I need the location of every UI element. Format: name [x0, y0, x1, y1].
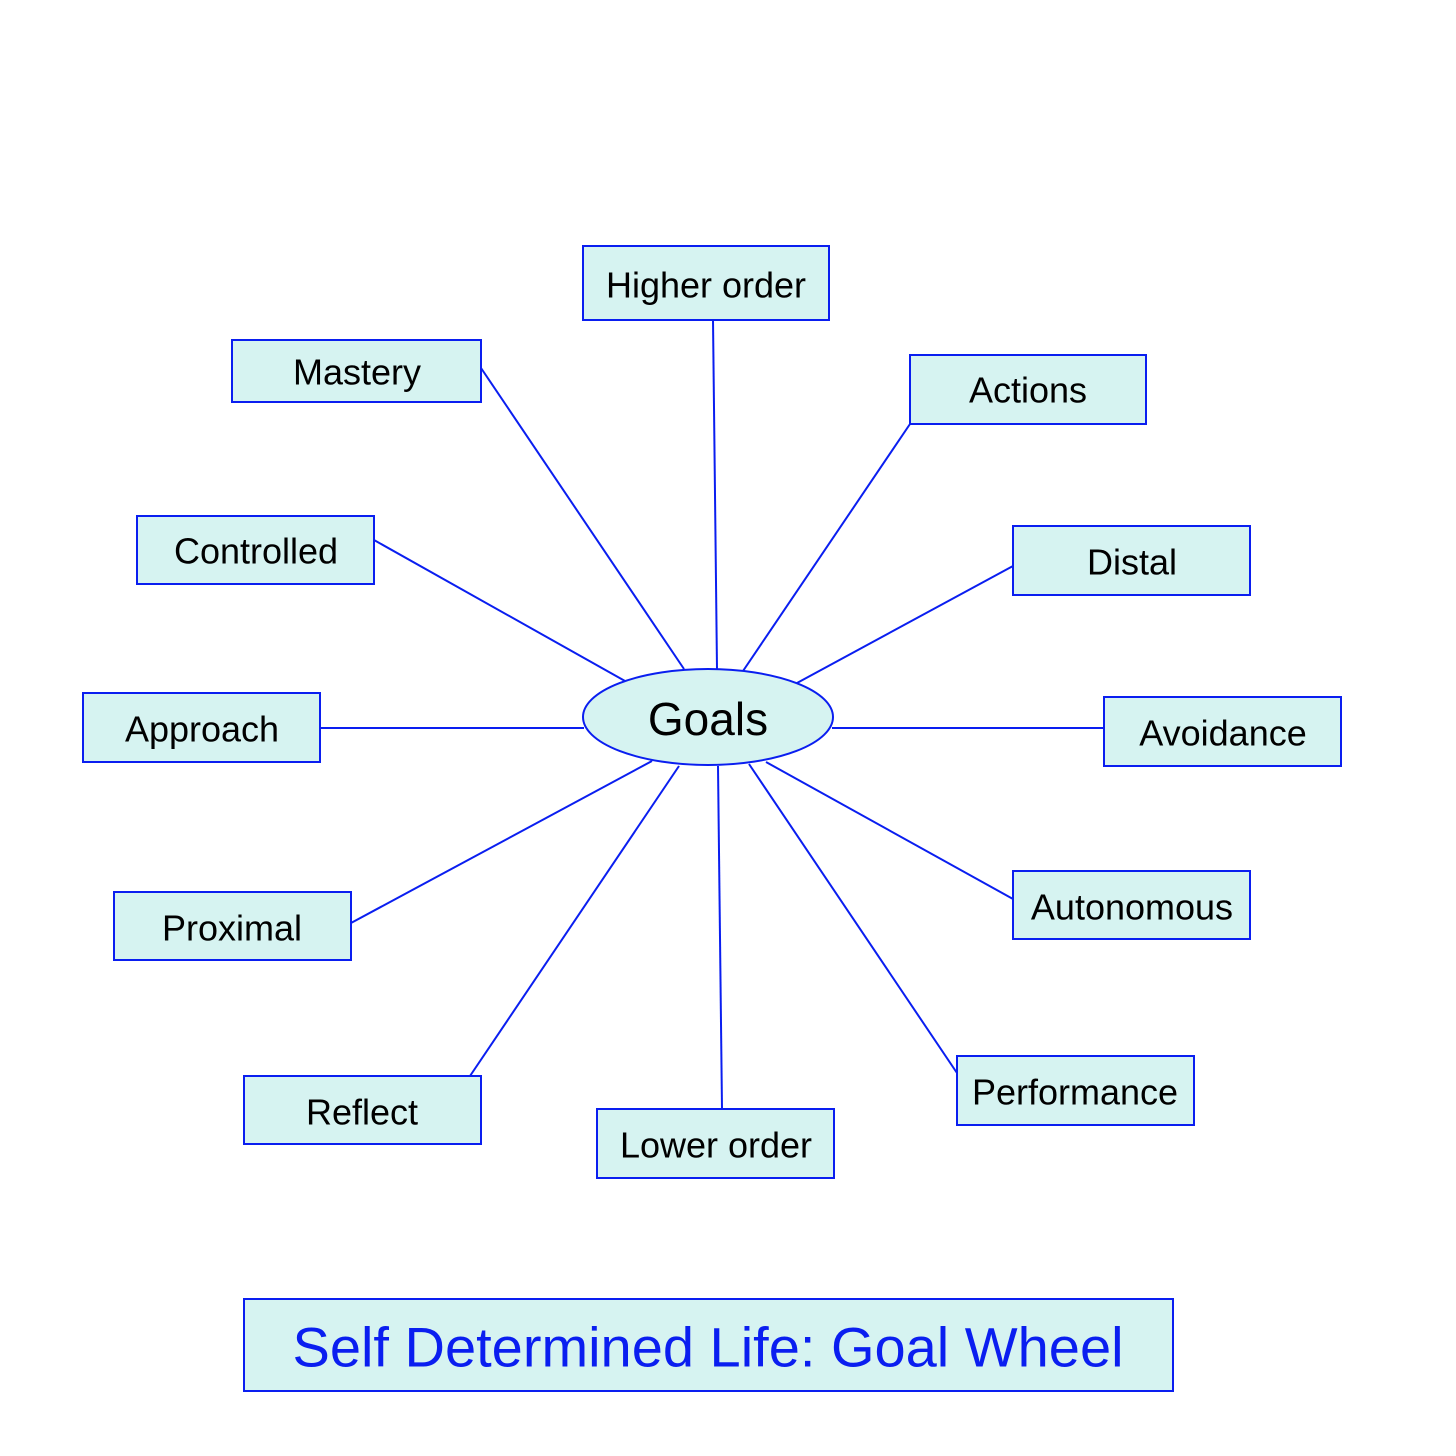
connector-performance	[748, 763, 958, 1074]
hub-ellipse	[582, 668, 834, 766]
node-actions-label: Actions	[969, 370, 1087, 411]
node-lower-order-label: Lower order	[620, 1125, 812, 1166]
hub-label: Goals	[648, 693, 768, 745]
node-controlled: Controlled	[136, 515, 375, 585]
node-actions: Actions	[909, 354, 1147, 425]
node-performance-box	[956, 1055, 1195, 1126]
node-reflect: Reflect	[243, 1075, 482, 1145]
title-rect	[243, 1298, 1174, 1392]
node-avoidance: Avoidance	[1103, 696, 1342, 767]
connector-lower-order	[717, 765, 723, 1110]
node-autonomous: Autonomous	[1012, 870, 1251, 940]
node-proximal-box	[113, 891, 352, 961]
node-autonomous-label: Autonomous	[1031, 887, 1233, 928]
node-approach-label: Approach	[125, 709, 279, 750]
node-distal-label: Distal	[1087, 542, 1177, 583]
title-box: Self Determined Life: Goal Wheel	[243, 1298, 1174, 1392]
node-proximal-label: Proximal	[162, 908, 302, 949]
connector-reflect	[469, 765, 680, 1077]
node-reflect-label: Reflect	[306, 1092, 418, 1133]
node-performance-label: Performance	[972, 1072, 1178, 1113]
node-controlled-label: Controlled	[174, 531, 338, 572]
connectors	[320, 319, 1104, 1110]
node-avoidance-label: Avoidance	[1139, 713, 1306, 754]
node-approach: Approach	[82, 692, 321, 763]
node-performance: Performance	[956, 1055, 1195, 1126]
node-lower-order: Lower order	[596, 1108, 835, 1179]
node-higher-order: Higher order	[582, 245, 830, 321]
node-proximal: Proximal	[113, 891, 352, 961]
node-actions-box	[909, 354, 1147, 425]
node-lower-order-box	[596, 1108, 835, 1179]
node-approach-box	[82, 692, 321, 763]
node-higher-order-box	[582, 245, 830, 321]
connector-controlled	[373, 539, 626, 682]
connector-distal	[796, 565, 1014, 684]
connector-actions	[742, 423, 911, 672]
node-reflect-box	[243, 1075, 482, 1145]
connector-autonomous	[765, 761, 1014, 900]
page-title: Self Determined Life: Goal Wheel	[292, 1316, 1123, 1379]
node-mastery-label: Mastery	[293, 352, 421, 393]
node-mastery-box	[231, 339, 482, 403]
node-controlled-box	[136, 515, 375, 585]
node-higher-order-label: Higher order	[606, 265, 806, 306]
connector-proximal	[350, 760, 653, 924]
node-avoidance-box	[1103, 696, 1342, 767]
connector-mastery	[480, 367, 685, 670]
node-mastery: Mastery	[231, 339, 482, 403]
node-autonomous-box	[1012, 870, 1251, 940]
hub-node: Goals	[582, 668, 834, 766]
connector-higher-order	[712, 319, 718, 670]
node-distal-box	[1012, 525, 1251, 596]
node-distal: Distal	[1012, 525, 1251, 596]
